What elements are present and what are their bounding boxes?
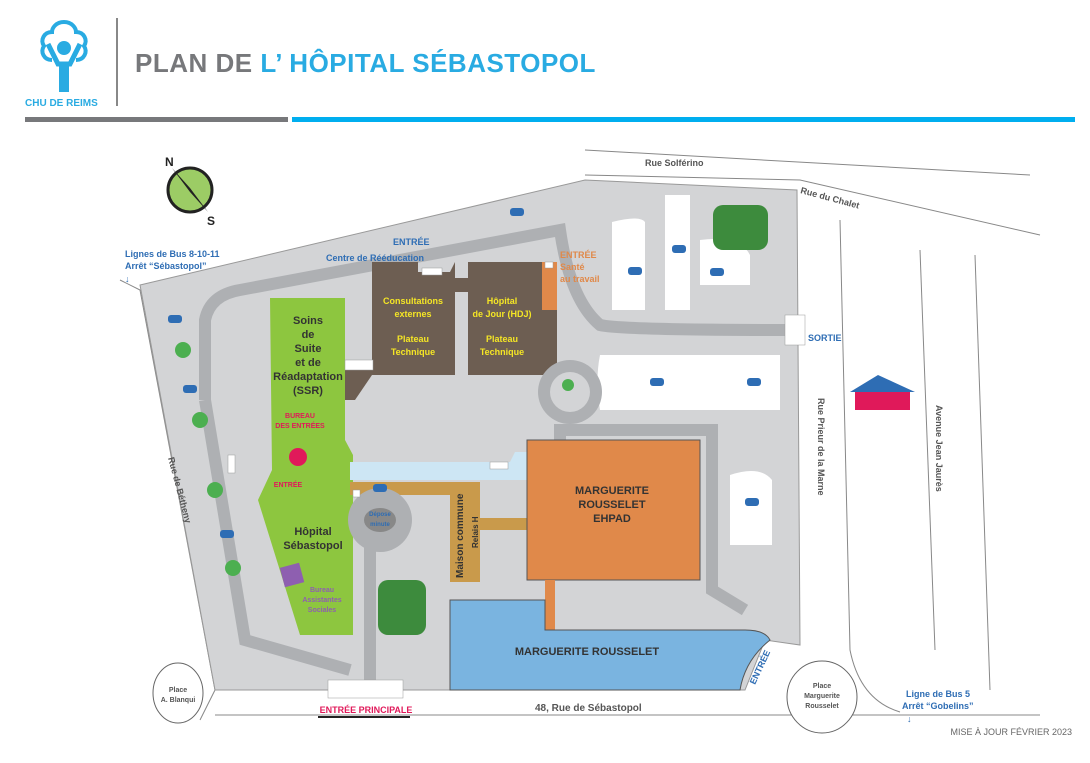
compass-icon: N S [165,155,215,228]
relais-h: Relais H [471,516,480,548]
building-ssr-hopital [258,298,353,635]
chu-logo [28,18,100,98]
place-blanqui-2: A. Blanqui [161,697,196,704]
mr-label: MARGUERITE ROUSSELET [515,646,660,658]
building-marguerite-rousselet [449,599,771,691]
entree-principale: ENTRÉE PRINCIPALE [320,705,413,715]
street-jaures: Avenue Jean Jaurès [934,405,944,492]
hopital-1: Hôpital [294,526,331,538]
ssr-3: Suite [295,343,322,355]
entree-sante: ENTRÉE [560,250,597,260]
hdj-2: de Jour (HDJ) [472,309,531,319]
bureau-as-3: Sociales [308,607,337,614]
hdj-3: Plateau [486,334,518,344]
tree-logo-icon [40,20,88,92]
sante-travail-1: Santé [560,262,585,272]
bureau-entrees-1: BUREAU [285,413,315,420]
walkway [350,452,527,480]
bus-right-stop: Arrêt “Gobelins” [902,701,974,711]
hopital-2: Sébastopol [283,540,342,552]
entree-ssr: ENTRÉE [274,480,303,489]
bureau-as-marker [279,562,305,588]
bus-right-line: Ligne de Bus 5 [906,689,970,699]
entree-reeducation: ENTRÉE [393,237,430,247]
building-sante-travail [542,262,557,310]
drop-off-center [364,508,396,532]
ssr-4: et de [295,357,321,369]
page-title: PLAN DE L’ HÔPITAL SÉBASTOPOL [135,48,596,79]
maison-commune: Maison commune [455,493,466,578]
header-divider [116,18,118,106]
sante-travail-2: au travail [560,274,600,284]
sortie-label: SORTIE [808,333,842,343]
centre-reeducation: Centre de Rééducation [326,253,424,263]
street-solferino: Rue Solférino [645,158,704,168]
place-rousselet: Place Marguerite Rousselet [786,660,858,734]
internal-roads [199,222,796,690]
logo-text: CHU DE REIMS [25,98,98,109]
place-rousselet-2: Marguerite [804,693,840,700]
consult-1: Consultations [383,296,443,306]
ssr-1: Soins [293,315,323,327]
ssr-2: de [302,329,315,341]
bus-right-arrow-icon: ↓ [907,714,912,724]
bureau-entrees-marker [289,448,307,466]
entree-principale-underline [318,716,410,718]
entrance-markers [227,261,806,699]
depose-1: Dépose [369,512,391,518]
bus-left-line: Lignes de Bus 8-10-11 [125,249,220,259]
ehpad-link [545,580,555,630]
place-rousselet-3: Rousselet [805,703,839,710]
street-prieur: Rue Prieur de la Marne [816,398,826,496]
hdj-1: Hôpital [487,296,518,306]
ssr-5: Réadaptation [273,371,343,383]
bus-left-arrow-icon: ↓ [125,274,130,284]
tree-icons [175,205,768,635]
ssr-6: (SSR) [293,385,323,397]
roundabout-center [550,372,590,412]
place-blanqui-1: Place [169,687,187,694]
street-chalet: Rue du Chalet [799,185,860,210]
bureau-as-1: Bureau [310,587,334,594]
ehpad-2: ROUSSELET [578,499,646,511]
update-note: MISE À JOUR FÉVRIER 2023 [950,727,1072,737]
building-ehpad [526,439,701,581]
place-rousselet-1: Place [813,683,831,690]
house-icon [850,375,915,410]
consult-2: externes [394,309,431,319]
title-highlight: L’ HÔPITAL SÉBASTOPOL [260,48,596,78]
title-prefix: PLAN DE [135,48,261,78]
compass-north: N [165,155,174,169]
ehpad-1: MARGUERITE [575,485,649,497]
compass-south: S [207,214,215,228]
depose-2: minute [370,522,390,528]
building-consultations [372,262,455,375]
ehpad-3: EHPAD [593,513,631,525]
place-blanqui: Place A. Blanqui [152,662,204,724]
header-bar-gray [25,117,288,122]
parking-areas [597,195,780,545]
car-icons [168,208,761,538]
consult-3: Plateau [397,334,429,344]
street-sebastopol: 48, Rue de Sébastopol [535,703,642,714]
consult-4: Technique [391,347,435,357]
hdj-4: Technique [480,347,524,357]
connector [455,278,468,292]
bureau-entrees-2: DES ENTRÉES [275,421,325,430]
bureau-as-2: Assistantes [302,597,341,604]
bus-left-stop: Arrêt “Sébastopol” [125,261,207,271]
header-bar-blue [292,117,1075,122]
